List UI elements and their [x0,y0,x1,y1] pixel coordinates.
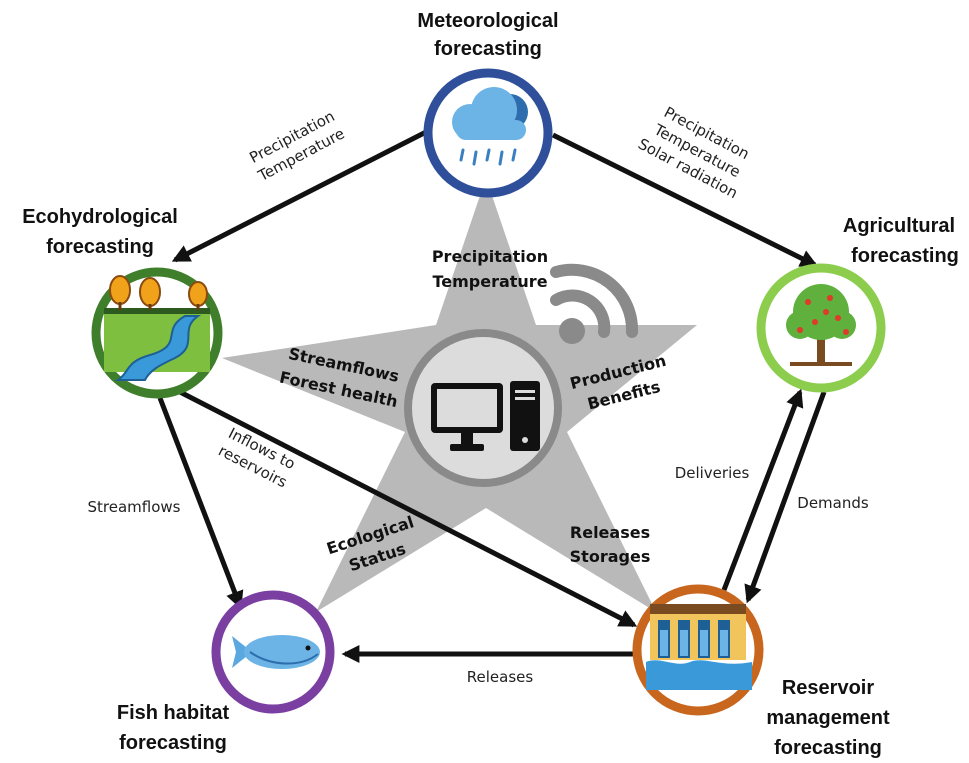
star-top-line2: Temperature [432,272,547,291]
flow-met-to-eco: Precipitation Temperature [246,107,347,185]
star-bottom-right-line2: Storages [570,547,651,566]
arrow-met-to-eco [171,128,430,263]
fish-title-line1: Fish habitat [117,702,230,724]
ecohydrological-title-line1: Ecohydrological [22,206,178,228]
node-reservoir: Reservoir management forecasting [632,584,890,759]
arrow-agri-to-res [744,391,827,604]
reservoir-title-line2: management [766,707,890,729]
reservoir-title-line1: Reservoir [782,677,874,699]
wifi-icon [550,263,639,344]
flow-eco-to-fish: Streamflows [88,498,181,516]
fish-title-line2: forecasting [119,732,227,754]
meteorological-title-line2: forecasting [434,38,542,60]
apple-tree-icon [786,284,856,366]
flow-res-to-fish: Releases [467,668,534,686]
node-meteorological: Meteorological forecasting [417,10,559,198]
agricultural-title-line1: Agricultural [843,215,955,237]
rain-cloud-icon [452,87,528,166]
flow-res-to-agri: Deliveries [675,464,750,482]
node-ecohydrological: Ecohydrological forecasting [22,206,223,399]
meteorological-title-line1: Meteorological [417,10,558,32]
flow-agri-to-res: Demands [797,494,869,512]
arrow-eco-to-fish [157,397,244,610]
reservoir-title-line3: forecasting [774,737,882,759]
node-agricultural: Agricultural forecasting [756,215,959,393]
fish-icon [232,635,320,669]
star-labels: Precipitation Temperature Streamflows Fo… [278,247,668,575]
arrow-res-to-agri [721,388,804,591]
star-top-line1: Precipitation [432,247,548,266]
ecohydrological-title-line2: forecasting [46,236,154,258]
forest-river-icon [104,275,210,381]
computer-icon [431,381,540,451]
arrow-met-to-agri [551,132,819,268]
star-bottom-right-line1: Releases [570,523,650,542]
node-fish: Fish habitat forecasting [117,590,335,754]
arrow-eco-to-reservoir [178,389,638,628]
arrows [157,128,827,663]
dam-icon [646,604,752,690]
agricultural-title-line2: forecasting [851,245,959,267]
